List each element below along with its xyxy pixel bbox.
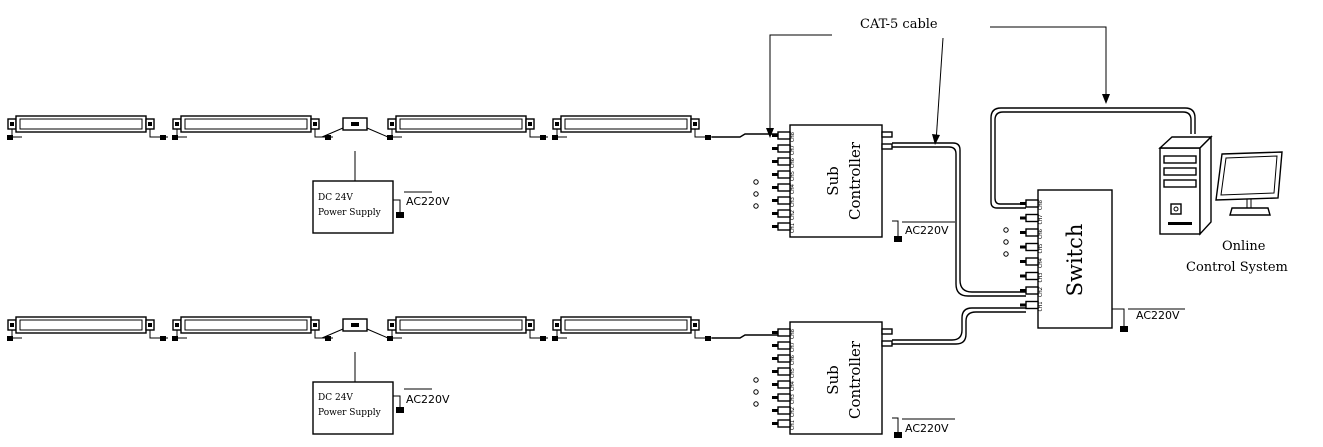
- sub-controller-1-ac-label: AC220V: [905, 224, 949, 237]
- channel-label: CH4: [1038, 257, 1044, 268]
- port-5: [772, 170, 791, 179]
- ellipsis-dot: [753, 401, 759, 407]
- ellipsis-dot: [753, 191, 759, 197]
- channel-label: CH2: [1038, 287, 1044, 297]
- channel-label: CH7: [1038, 215, 1044, 225]
- port-7: [772, 341, 791, 350]
- channel-label: CH5: [790, 368, 796, 378]
- led-bar: [172, 316, 333, 341]
- channel-label: CH3: [790, 394, 796, 404]
- led-bar: [387, 115, 548, 140]
- port-7: [1020, 213, 1039, 223]
- switch-ac-label: AC220V: [1136, 309, 1180, 322]
- switch: CH1 CH2 CH3 CH4 CH5 CH6 CH7 CH8 Switch AC220V: [1003, 189, 1185, 332]
- power-supply-1: DC 24V Power Supply AC220V: [312, 151, 450, 234]
- port-3: [772, 393, 791, 402]
- channel-label: CH4: [790, 380, 796, 391]
- led-bar: [172, 115, 333, 140]
- port-5: [1020, 242, 1039, 252]
- channel-label: CH2: [790, 407, 796, 417]
- channel-label: CH8: [790, 329, 796, 339]
- port-1: [1020, 300, 1039, 310]
- sub-controller-2-line2: Controller: [846, 340, 864, 419]
- channel-label: CH4: [790, 183, 796, 194]
- ellipsis-dot: [753, 179, 759, 185]
- port-3: [772, 196, 791, 205]
- cat5-cable-label: CAT-5 cable: [860, 17, 938, 32]
- channel-label: CH5: [790, 171, 796, 181]
- power-supply-2-line1: DC 24V: [318, 393, 353, 403]
- led-bar: [387, 316, 548, 341]
- power-supply-1-line2: Power Supply: [318, 208, 382, 218]
- port-6: [772, 354, 791, 363]
- ellipsis-dot: [1003, 251, 1009, 257]
- power-supply-2-ac-label: AC220V: [406, 393, 450, 406]
- ellipsis-dot: [753, 203, 759, 209]
- channel-label: CH2: [790, 210, 796, 220]
- sub-controller-2-line1: Sub: [824, 365, 842, 395]
- port-6: [772, 157, 791, 166]
- ellipsis-dot: [753, 389, 759, 395]
- tee-connector: [321, 117, 389, 138]
- port-2: [772, 209, 791, 218]
- channel-label: CH7: [790, 145, 796, 155]
- ellipsis-dot: [753, 377, 759, 383]
- channel-label: CH5: [1038, 244, 1044, 254]
- port-2: [1020, 286, 1039, 295]
- power-supply-1-ac-label: AC220V: [406, 195, 450, 208]
- switch-label: Switch: [1063, 224, 1087, 297]
- port-5: [772, 367, 791, 376]
- power-supply-2-line2: Power Supply: [318, 408, 382, 418]
- sub-controller-1-line1: Sub: [824, 166, 842, 196]
- channel-label: CH1: [790, 223, 796, 233]
- channel-label: CH3: [790, 197, 796, 207]
- cat5-arrows: [766, 26, 1110, 145]
- port-8: [772, 131, 791, 140]
- port-1: [772, 222, 791, 231]
- port-6: [1020, 228, 1039, 237]
- power-supply-2: DC 24V Power Supply AC220V: [312, 352, 450, 435]
- channel-label: CH7: [790, 342, 796, 352]
- channel-label: CH8: [790, 132, 796, 142]
- sub-controller-2-ac-label: AC220V: [905, 422, 949, 435]
- led-bar: [7, 316, 168, 341]
- port-4: [772, 183, 791, 192]
- port-1: [772, 419, 791, 428]
- led-bar-row-2: [7, 316, 790, 341]
- power-supply-1-line1: DC 24V: [318, 193, 353, 203]
- led-bar-row-1: [7, 115, 790, 140]
- ellipsis-dot: [1003, 227, 1009, 233]
- port-2: [772, 406, 791, 415]
- port-4: [772, 380, 791, 389]
- cat5-cables: [892, 107, 1196, 345]
- port-8: [772, 328, 791, 337]
- channel-label: CH6: [1038, 229, 1044, 239]
- channel-label: CH8: [1038, 200, 1044, 210]
- computer-icon: [1158, 135, 1283, 236]
- led-bar: [7, 115, 168, 140]
- sub-controller-1-line2: Controller: [846, 141, 864, 220]
- channel-label: CH1: [1038, 302, 1044, 312]
- led-bar: [552, 115, 713, 140]
- port-7: [772, 144, 791, 153]
- led-bar: [552, 316, 713, 341]
- channel-label: CH6: [790, 158, 796, 168]
- tee-connector: [321, 318, 389, 339]
- online-label-line2: Control System: [1186, 260, 1288, 275]
- port-4: [1020, 257, 1039, 266]
- channel-label: CH1: [790, 420, 796, 430]
- online-label-line1: Online: [1222, 239, 1266, 254]
- ellipsis-dot: [1003, 239, 1009, 245]
- channel-label: CH6: [790, 355, 796, 365]
- port-3: [1020, 271, 1039, 281]
- channel-label: CH3: [1038, 273, 1044, 283]
